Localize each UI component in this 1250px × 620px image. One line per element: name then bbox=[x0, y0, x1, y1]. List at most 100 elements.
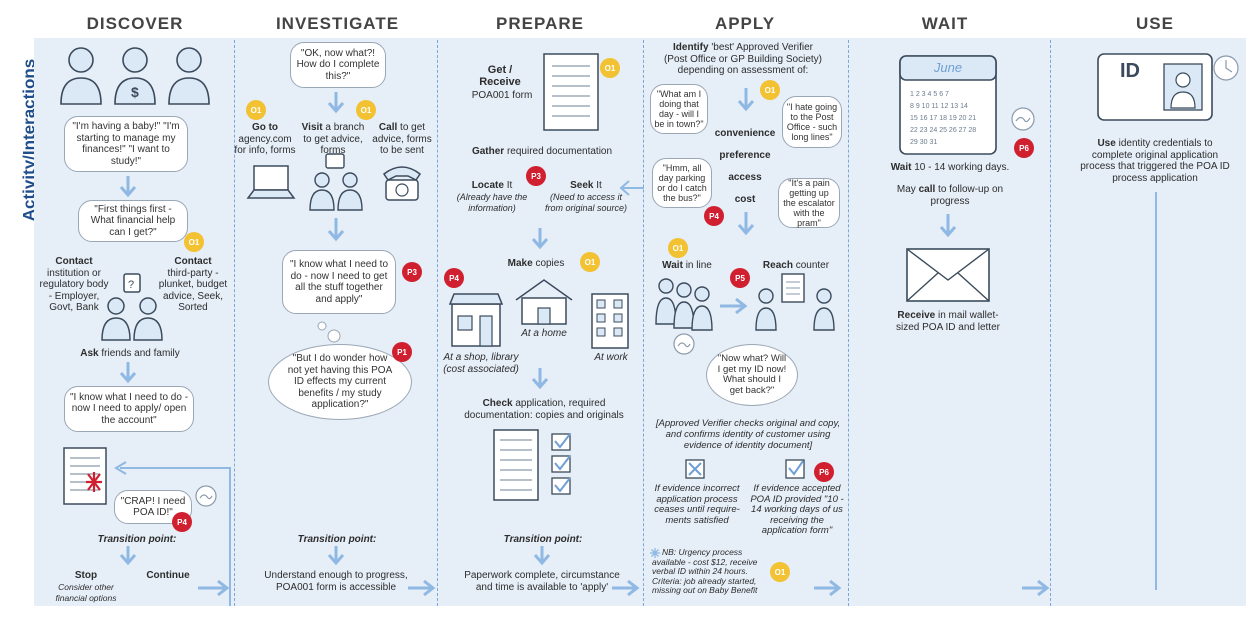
seek-it: Seek It(Need to access it from original … bbox=[544, 180, 628, 213]
svg-text:$: $ bbox=[131, 84, 139, 100]
checklist-icon bbox=[493, 429, 571, 501]
envelope-icon bbox=[906, 248, 990, 302]
verifier-note: [Approved Verifier checks original and c… bbox=[655, 418, 841, 451]
stage-title-investigate: INVESTIGATE bbox=[275, 14, 400, 33]
home-icon bbox=[515, 279, 573, 325]
calendar-month: June bbox=[933, 60, 963, 75]
form-crossed-icon bbox=[63, 447, 107, 505]
reach-counter: Reach counter bbox=[762, 260, 830, 271]
arrow-right bbox=[720, 297, 748, 315]
evidence-accepted: If evidence accepted POA ID provided "10… bbox=[750, 483, 844, 536]
calendar-icon: 1 2 3 4 5 6 7 8 9 10 11 12 13 14 15 16 1… bbox=[899, 55, 997, 155]
svg-text:1 2 3 4 5 6 7: 1 2 3 4 5 6 7 bbox=[910, 91, 949, 98]
factor-cost: cost bbox=[734, 194, 756, 205]
stage-title-wait: WAIT bbox=[921, 14, 969, 33]
wait-in-line: Wait in line bbox=[662, 260, 712, 271]
factor-access: access bbox=[728, 172, 762, 183]
visit-branch: Visit a branch to get advice, forms bbox=[301, 122, 365, 156]
svg-text:22 23 24 25 26 27 28: 22 23 24 25 26 27 28 bbox=[910, 127, 976, 134]
apply-quote-5: "Now what? Will I get my ID now! What sh… bbox=[706, 344, 798, 406]
urgency-note: NB: Urgency process available - cost $12… bbox=[652, 547, 758, 595]
stage-title-apply: APPLY bbox=[714, 14, 776, 33]
svg-text:29 30 31: 29 30 31 bbox=[910, 139, 937, 146]
svg-text:8 9 10 11 12 13 14: 8 9 10 11 12 13 14 bbox=[910, 103, 968, 110]
ask-friends: Ask friends and family bbox=[80, 348, 180, 359]
arrow-right bbox=[198, 579, 230, 597]
arrow-down bbox=[737, 212, 755, 236]
svg-text:?: ? bbox=[128, 279, 134, 291]
arrow-down bbox=[327, 218, 345, 242]
asterisk-icon bbox=[650, 548, 660, 558]
investigate-quote-3: "But I do wonder how not yet having this… bbox=[268, 344, 412, 420]
call-advice: Call to get advice, forms to be sent bbox=[372, 122, 432, 156]
receive-mail: Receive in mail wallet-sized POA ID and … bbox=[896, 310, 1000, 333]
loop-arrow bbox=[114, 461, 231, 606]
divider bbox=[1050, 40, 1051, 606]
divider bbox=[234, 40, 235, 606]
divider bbox=[437, 40, 438, 606]
arrow-down bbox=[531, 228, 549, 250]
loop-icon bbox=[195, 485, 217, 507]
arrow-right bbox=[1022, 579, 1050, 597]
apply-quote-2: "I hate going to the Post Office - such … bbox=[782, 96, 842, 148]
discover-quote-2: "First things first - What financial hel… bbox=[78, 200, 188, 242]
arrow-down bbox=[327, 92, 345, 114]
branch-people-icon bbox=[309, 153, 363, 211]
may-call-followup: May call to follow-up on progress bbox=[896, 184, 1004, 207]
discover-quote-3: "I know what I need to do - now I need t… bbox=[64, 386, 194, 432]
arrow-left bbox=[619, 180, 644, 196]
get-receive-label: Get / Receive bbox=[479, 64, 521, 88]
arrow-down bbox=[119, 546, 137, 566]
check-box-icon bbox=[785, 459, 805, 479]
arrow-down bbox=[939, 214, 957, 238]
investigate-quote-1: "OK, now what?! How do I complete this?" bbox=[290, 42, 386, 88]
continue-option: Continue bbox=[146, 570, 190, 581]
arrow-right bbox=[408, 579, 436, 597]
svg-text:15 16 17 18 19 20 21: 15 16 17 18 19 20 21 bbox=[910, 115, 976, 122]
thought-dots bbox=[317, 321, 341, 343]
divider bbox=[848, 40, 849, 606]
apply-quote-4: "It's a pain getting up the escalator wi… bbox=[778, 178, 840, 228]
telephone-icon bbox=[382, 166, 422, 201]
factor-convenience: convenience bbox=[714, 128, 776, 139]
investigate-transition-label: Transition point: bbox=[297, 534, 377, 545]
stage-title-discover: DISCOVER bbox=[86, 14, 184, 33]
discover-transition-label: Transition point: bbox=[97, 534, 177, 545]
identify-verifier: Identify 'best' Approved Verifier (Post … bbox=[663, 42, 823, 76]
factor-preference: preference bbox=[719, 150, 771, 161]
investigate-transition-text: Understand enough to progress, POA001 fo… bbox=[264, 570, 408, 593]
wait-working-days: Wait 10 - 14 working days. bbox=[890, 162, 1010, 173]
arrow-down bbox=[119, 362, 137, 384]
counter-icon bbox=[755, 273, 835, 331]
arrow-right bbox=[814, 579, 842, 597]
poa001-form-icon bbox=[543, 53, 599, 131]
cross-box-icon bbox=[685, 459, 705, 479]
form-label: POA001 form bbox=[471, 90, 533, 101]
apply-quote-3: "Hmm, all day parking or do I catch the … bbox=[652, 158, 712, 208]
arrow-down bbox=[327, 546, 345, 566]
at-shop-label: At a shop, library (cost associated) bbox=[443, 352, 519, 375]
divider bbox=[643, 40, 644, 606]
apply-quote-1: "What am I doing that day - will I be in… bbox=[650, 84, 708, 134]
arrow-down bbox=[531, 368, 549, 390]
prepare-transition-label: Transition point: bbox=[503, 534, 583, 545]
